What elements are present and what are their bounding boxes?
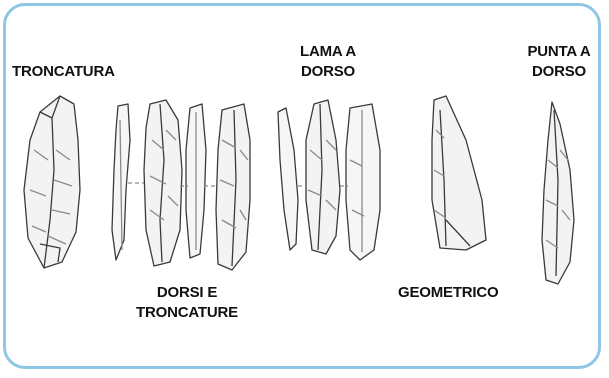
geometrico-tool (432, 96, 486, 250)
label-punta-a-dorso: PUNTA A DORSO (518, 42, 600, 82)
lama-tool-2 (306, 100, 340, 254)
label-lama-a-dorso: LAMA A DORSO (292, 42, 364, 82)
lama-tool-3 (346, 104, 380, 260)
dorsi-tool-3 (186, 104, 206, 258)
dorsi-tool-4 (216, 104, 250, 270)
label-troncatura: TRONCATURA (12, 62, 115, 82)
troncatura-tool (24, 96, 80, 268)
label-dorsi-e-troncature: DORSI E TRONCATURE (132, 283, 242, 323)
dorsi-tool-2 (144, 100, 182, 266)
label-geometrico: GEOMETRICO (398, 283, 499, 303)
punta-tool (542, 102, 574, 284)
lama-tool-1 (278, 108, 298, 250)
dorsi-tool-1 (112, 104, 130, 260)
